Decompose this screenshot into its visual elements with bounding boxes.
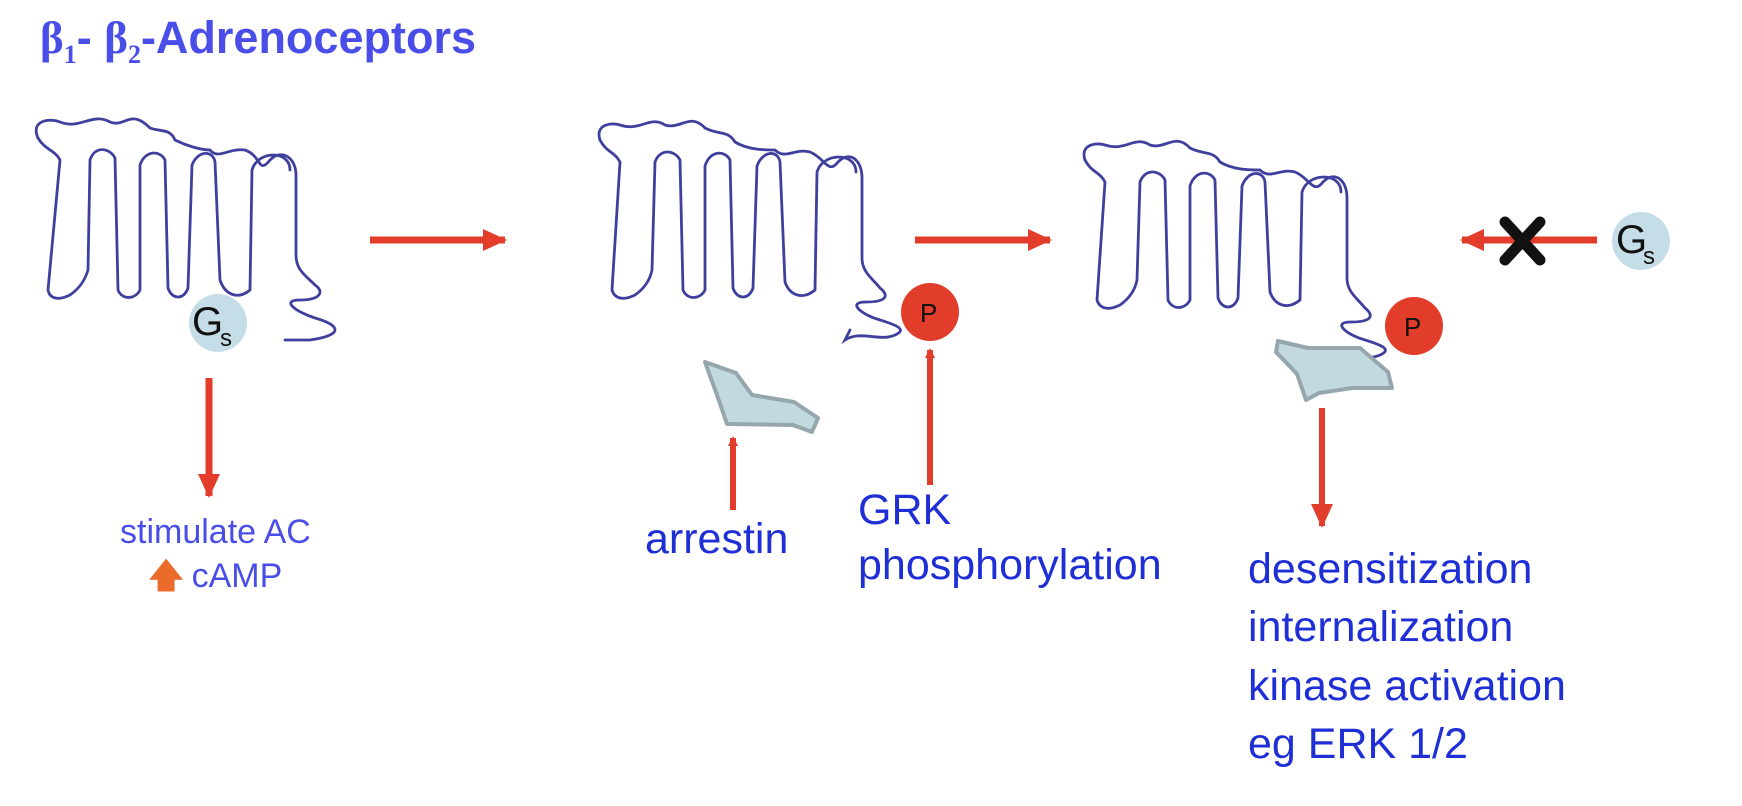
svg-text:P: P [920,298,937,328]
outcome-internalization: internalization [1248,603,1514,652]
outcome-kinase-activation: kinase activation [1248,661,1566,710]
camp-line: 🡅cAMP [120,554,311,598]
title-sub-2: 2 [127,40,141,69]
camp-text: cAMP [191,557,283,596]
stage3-outcomes: desensitization internalization kinase a… [1248,540,1566,774]
svg-text:s: s [1643,243,1655,270]
title-separator: - [76,12,105,63]
stimulate-ac-text: stimulate AC [120,513,311,551]
outcome-erk: eg ERK 1/2 [1248,720,1468,769]
title-sub-1: 1 [63,40,77,69]
phosphorylation-text: phosphorylation [858,541,1162,590]
title-beta-1: β [40,13,64,63]
stage1-effect-label: stimulate AC 🡅cAMP [120,510,311,598]
phosphate-3: P [1385,297,1443,355]
outcome-desensitization: desensitization [1248,545,1533,593]
up-arrow-icon: 🡅 [148,557,184,596]
title-suffix: -Adrenoceptors [140,12,476,63]
arrestin-shape-3 [1274,339,1394,402]
svg-text:s: s [220,325,232,352]
arrestin-label: arrestin [645,515,789,563]
title-beta-2: β [104,13,128,63]
receptor-2 [597,119,902,345]
receptor-1 [34,117,337,342]
svg-text:G: G [1616,218,1647,262]
page-title: β1- β2-Adrenoceptors [40,12,476,70]
x-mark-icon [1499,216,1546,266]
grk-label: GRK phosphorylation [858,483,1162,593]
arrestin-shape-2 [703,360,820,434]
receptor-3 [1082,139,1387,365]
phosphate-2: P [901,283,959,341]
grk-text: GRK [858,486,952,534]
svg-text:G: G [192,300,223,344]
gs-protein-3: G s [1612,212,1670,270]
svg-text:P: P [1404,312,1421,342]
gs-protein-1: G s [189,294,247,352]
